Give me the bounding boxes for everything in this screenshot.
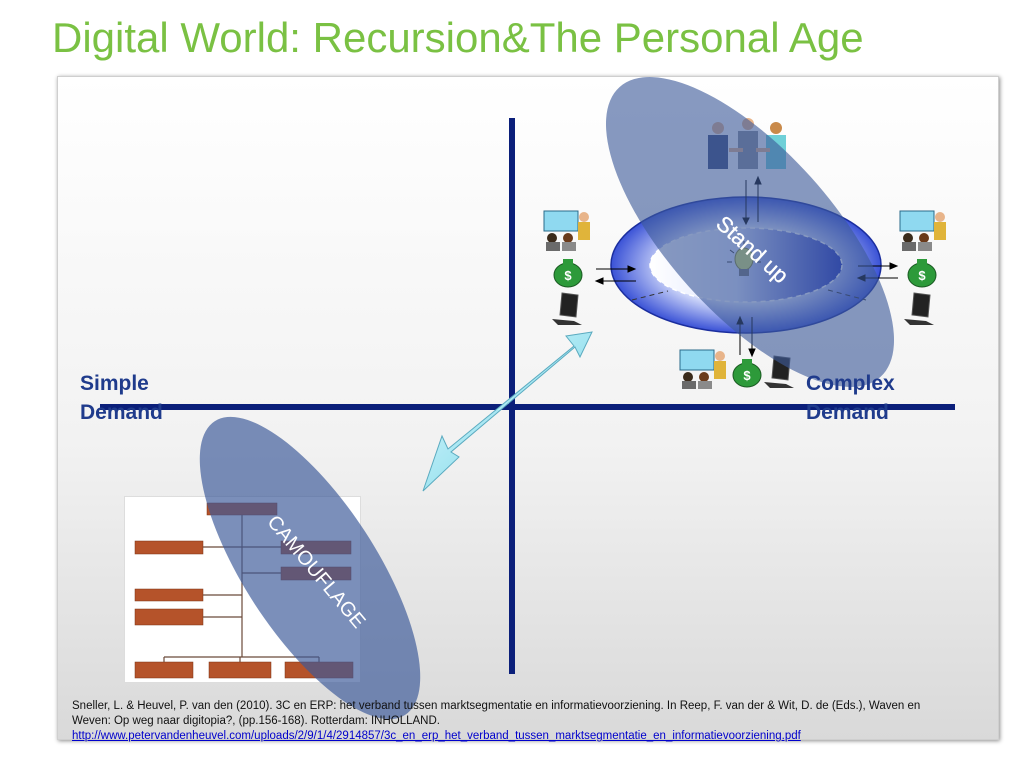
presenter-icon bbox=[899, 210, 946, 251]
stand-up-oval bbox=[605, 77, 895, 387]
laptop-icon bbox=[552, 292, 582, 325]
complex-demand-text: Complex Demand bbox=[806, 372, 895, 424]
reference-link[interactable]: http://www.petervandenheuvel.com/uploads… bbox=[72, 730, 801, 742]
svg-text:$: $ bbox=[743, 368, 751, 383]
presenter-icon bbox=[543, 210, 590, 251]
simple-demand-label: Simple Demand bbox=[80, 369, 200, 427]
double-arrow-icon bbox=[422, 331, 593, 492]
presenter-icon bbox=[679, 349, 726, 389]
slide-title: Digital World: Recursion&The Personal Ag… bbox=[52, 14, 864, 61]
camouflage-oval bbox=[199, 416, 421, 720]
laptop-icon bbox=[904, 292, 934, 325]
money-bag-icon: $ bbox=[732, 359, 762, 388]
money-bag-icon: $ bbox=[553, 259, 583, 288]
complex-demand-label: Complex Demand bbox=[806, 369, 926, 427]
svg-text:$: $ bbox=[918, 268, 926, 283]
reference-text: Sneller, L. & Heuvel, P. van den (2010).… bbox=[72, 700, 921, 727]
connector-arrows-left bbox=[594, 265, 637, 285]
reference-citation: Sneller, L. & Heuvel, P. van den (2010).… bbox=[72, 699, 952, 744]
money-bag-icon: $ bbox=[907, 259, 937, 288]
simple-demand-text: Simple Demand bbox=[80, 372, 163, 424]
svg-text:$: $ bbox=[564, 268, 572, 283]
